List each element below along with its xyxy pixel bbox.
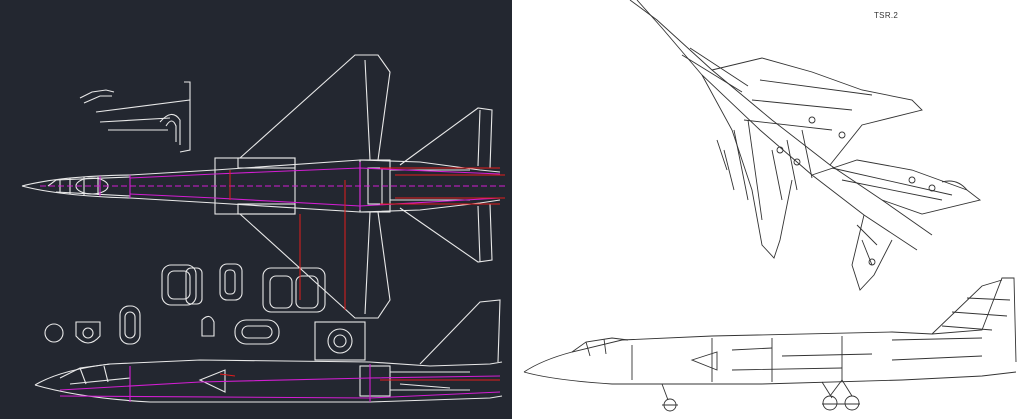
reference-side-view	[523, 277, 1017, 412]
loose-parts	[44, 263, 366, 361]
reference-drawing: TSR.2	[512, 0, 1024, 419]
reference-drawing-svg	[523, 0, 1017, 412]
cad-drawing-canvas[interactable]	[0, 0, 512, 419]
reference-title: TSR.2	[874, 11, 899, 20]
magenta-construction-lines	[40, 162, 505, 402]
red-construction-lines	[219, 167, 505, 381]
canopy-detail-sketch	[79, 81, 191, 153]
side-view-outline	[34, 299, 503, 403]
reference-plan-view	[629, 0, 982, 291]
cad-drawing-svg	[21, 54, 505, 403]
